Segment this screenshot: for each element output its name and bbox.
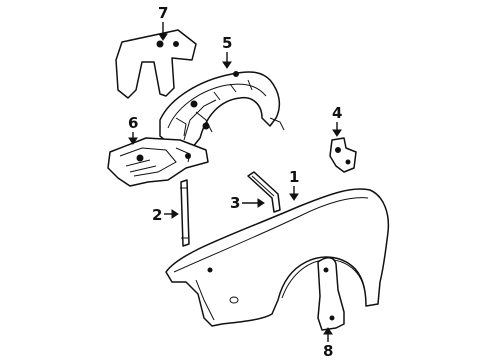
callout-label-5: 5 — [222, 34, 232, 52]
callout-8: 8 — [323, 327, 333, 360]
callout-label-8: 8 — [323, 342, 333, 360]
callout-label-6: 6 — [128, 114, 138, 132]
callout-1: 1 — [289, 168, 299, 201]
brace-bar-icon — [247, 171, 281, 213]
callout-7: 7 — [158, 4, 168, 41]
callout-5: 5 — [222, 34, 232, 69]
splash-shield-icon — [107, 137, 209, 187]
callout-label-3: 3 — [230, 194, 240, 212]
wheelhouse-liner-icon — [159, 71, 285, 151]
callout-4: 4 — [332, 104, 342, 137]
callout-label-2: 2 — [152, 206, 162, 224]
fender-panel-icon — [165, 188, 390, 327]
seal-pad-icon — [115, 29, 197, 99]
callout-label-4: 4 — [332, 104, 342, 122]
bracket-icon — [329, 137, 357, 173]
support-rod-icon — [180, 179, 190, 247]
mud-guard-icon — [317, 257, 345, 331]
callout-2: 2 — [152, 206, 179, 224]
callout-3: 3 — [230, 194, 265, 212]
callout-label-1: 1 — [289, 168, 299, 186]
callout-label-7: 7 — [158, 4, 168, 22]
callout-6: 6 — [128, 114, 138, 145]
